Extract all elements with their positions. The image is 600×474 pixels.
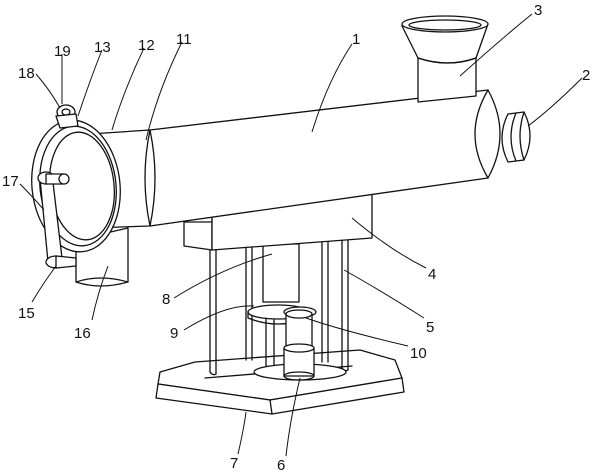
label-11: 11 [176, 31, 192, 48]
label-4: 4 [428, 266, 436, 283]
gear-assembly [247, 304, 317, 375]
label-16: 16 [74, 325, 91, 342]
label-17: 17 [2, 173, 19, 190]
label-19: 19 [54, 43, 71, 60]
motor [253, 343, 347, 381]
feed-hopper [401, 15, 489, 103]
hinge-clamp [55, 104, 79, 129]
label-9: 9 [170, 325, 178, 342]
label-7: 7 [230, 455, 238, 472]
label-10: 10 [410, 345, 427, 362]
label-3: 3 [534, 2, 542, 19]
central-shaft [262, 243, 300, 303]
label-1: 1 [352, 31, 360, 48]
label-5: 5 [426, 319, 434, 336]
leader-lines [19, 13, 583, 457]
label-2: 2 [582, 67, 590, 84]
crank-handle [37, 171, 77, 269]
end-cap [501, 111, 531, 163]
label-6: 6 [277, 457, 285, 474]
label-18: 18 [18, 65, 35, 82]
label-12: 12 [138, 37, 155, 54]
main-barrel [149, 89, 501, 227]
base-plate [155, 349, 405, 415]
label-13: 13 [94, 39, 111, 56]
label-15: 15 [18, 305, 35, 322]
label-8: 8 [162, 291, 170, 308]
part-labels: 1 2 3 4 5 6 7 8 9 10 11 12 13 15 16 17 1… [2, 2, 590, 474]
